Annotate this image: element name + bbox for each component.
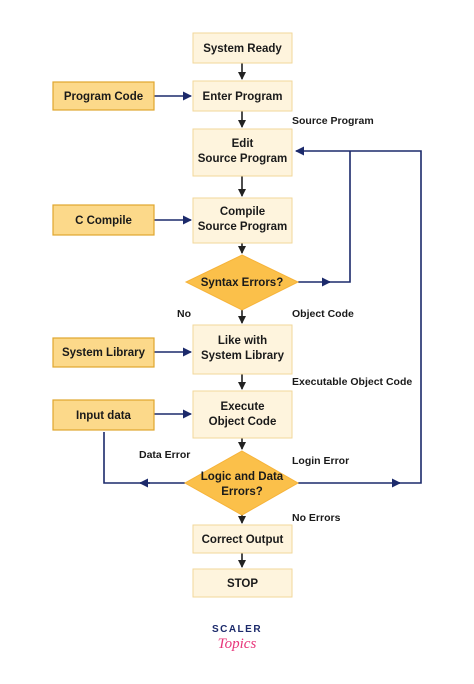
label-executable-object-code: Executable Object Code [292, 376, 412, 388]
svg-text:Program Code: Program Code [64, 91, 143, 103]
svg-text:System Ready: System Ready [203, 43, 282, 55]
input-system-library: System Library [52, 337, 155, 368]
svg-text:Errors?: Errors? [221, 486, 263, 498]
label-source-program: Source Program [292, 115, 374, 127]
node-link-system-library: Like with System Library [192, 324, 293, 375]
svg-text:Topics: Topics [218, 636, 257, 652]
svg-text:Correct Output: Correct Output [202, 534, 284, 546]
svg-text:Source Program: Source Program [198, 221, 287, 233]
svg-text:Enter Program: Enter Program [203, 91, 283, 103]
node-stop: STOP [192, 568, 293, 598]
node-edit-source-program: Edit Source Program [192, 128, 293, 177]
svg-text:Input data: Input data [76, 410, 132, 422]
svg-text:Logic and Data: Logic and Data [201, 471, 284, 483]
decision-syntax-errors: Syntax Errors? [184, 254, 300, 311]
decision-logic-data-errors: Logic and Data Errors? [183, 450, 300, 516]
label-no: No [177, 308, 191, 320]
svg-text:Object Code: Object Code [209, 416, 277, 428]
label-login-error: Login Error [292, 455, 349, 467]
loop-data-error [103, 432, 185, 484]
svg-text:C Compile: C Compile [75, 215, 132, 227]
svg-text:Compile: Compile [220, 206, 265, 218]
svg-text:Edit: Edit [232, 138, 254, 150]
connectors [103, 63, 422, 568]
input-program-code: Program Code [52, 81, 155, 111]
svg-text:SCALER: SCALER [212, 624, 262, 635]
svg-text:Like with: Like with [218, 335, 267, 347]
loop-login-error [295, 146, 422, 484]
svg-text:Syntax Errors?: Syntax Errors? [201, 277, 283, 289]
input-input-data: Input data [52, 399, 155, 431]
svg-text:Source Program: Source Program [198, 153, 287, 165]
node-system-ready: System Ready [192, 32, 293, 64]
loop-syntax-errors [298, 151, 351, 283]
node-enter-program: Enter Program [192, 80, 293, 112]
label-object-code: Object Code [292, 308, 354, 320]
input-c-compile: C Compile [52, 204, 155, 236]
label-no-errors: No Errors [292, 512, 341, 524]
svg-text:STOP: STOP [227, 578, 258, 590]
node-correct-output: Correct Output [192, 524, 293, 554]
node-compile-source-program: Compile Source Program [192, 197, 293, 244]
svg-text:System Library: System Library [201, 350, 285, 362]
scaler-topics-logo: SCALER Topics [212, 624, 262, 652]
label-data-error: Data Error [139, 449, 190, 461]
edge-labels: Source Program No Object Code Executable… [139, 115, 412, 524]
svg-text:Execute: Execute [220, 401, 264, 413]
svg-text:System Library: System Library [62, 347, 146, 359]
node-execute-object-code: Execute Object Code [192, 390, 293, 439]
